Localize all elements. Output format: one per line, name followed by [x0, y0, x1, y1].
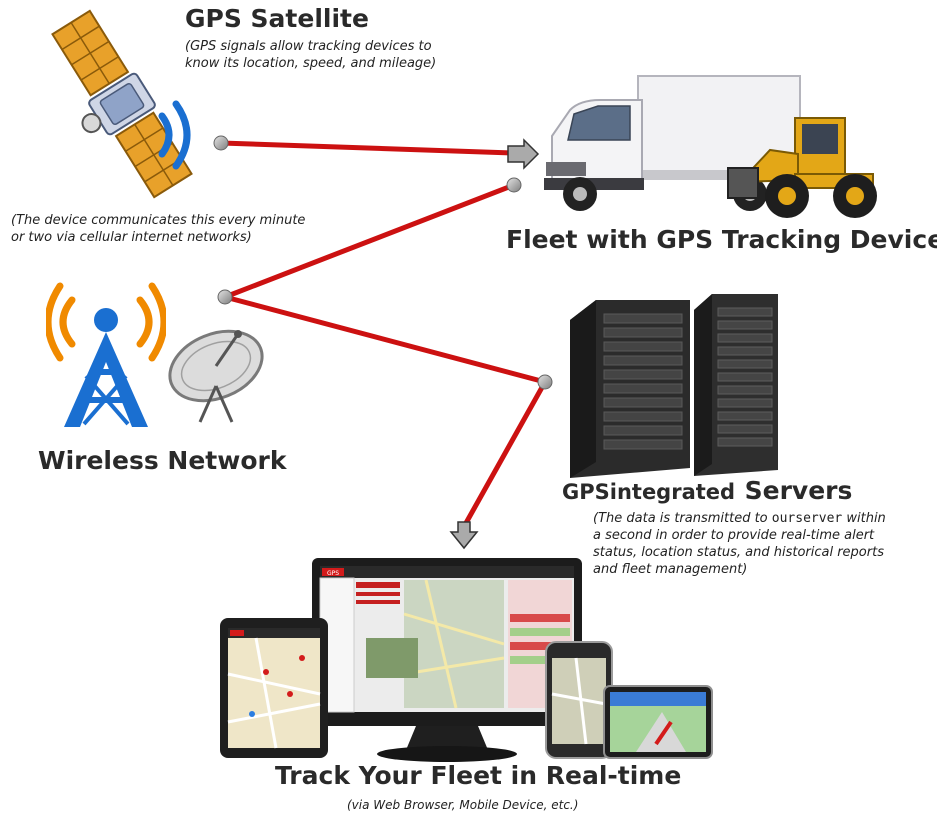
server-rack-icon — [570, 294, 778, 478]
wire-wireless-to-servers — [222, 294, 548, 385]
satellite-note: (GPS signals allow tracking devices to k… — [185, 38, 436, 72]
wire-node-servers — [537, 374, 553, 390]
satellite-icon — [51, 9, 193, 199]
track-subtitle: (via Web Browser, Mobile Device, etc.) — [347, 798, 579, 812]
servers-note: (The data is transmitted to ourserver wi… — [593, 510, 886, 578]
servers-note-ourserver: ourserver — [771, 511, 843, 526]
wire-satellite-to-fleet — [218, 140, 515, 156]
fleet-title: Fleet with GPS Tracking Device — [506, 225, 937, 254]
gps-navigator-device — [603, 685, 713, 759]
servers-note-text: within — [842, 511, 886, 526]
servers-note-line: status, location status, and historical … — [593, 545, 884, 560]
desktop-monitor: GPS — [312, 558, 582, 762]
wire-fleet-to-wireless — [222, 182, 517, 300]
smartphone-device — [545, 641, 613, 759]
wire-node-satellite — [213, 135, 229, 151]
servers-title: GPSintegrated Servers — [562, 476, 852, 505]
devices-illustration: GPS — [220, 558, 713, 762]
servers-brand: GPSintegrated — [562, 480, 736, 504]
satellite-note-line: know its location, speed, and mileage) — [185, 56, 437, 71]
wireless-title: Wireless Network — [38, 446, 287, 475]
wire-node-wireless — [217, 289, 233, 305]
cellular-note-line: or two via cellular internet networks) — [11, 230, 252, 245]
satellite-dish-icon — [168, 329, 264, 423]
cellular-note-line: (The device communicates this every minu… — [11, 213, 306, 228]
arrow-right-icon — [507, 138, 540, 170]
fleet-vehicles-icon — [544, 75, 877, 218]
satellite-title: GPS Satellite — [185, 4, 369, 33]
servers-word: Servers — [744, 476, 853, 505]
satellite-note-line: (GPS signals allow tracking devices to — [185, 39, 432, 54]
cellular-note: (The device communicates this every minu… — [11, 212, 305, 246]
servers-note-line: a second in order to provide real-time a… — [593, 528, 875, 543]
arrow-down-icon — [449, 521, 479, 550]
servers-note-line: (The data is transmitted to ourserver wi… — [593, 510, 886, 527]
wire-node-fleet — [506, 177, 522, 193]
cell-tower-icon — [46, 282, 166, 427]
track-title: Track Your Fleet in Real-time — [275, 761, 682, 790]
servers-note-text: (The data is transmitted to — [593, 511, 772, 526]
wire-servers-to-screens — [463, 379, 548, 526]
monitor-brand: GPS — [327, 570, 339, 577]
servers-note-line: and fleet management) — [593, 562, 748, 577]
signal-waves-icon — [158, 100, 191, 170]
tablet-device — [220, 618, 328, 758]
